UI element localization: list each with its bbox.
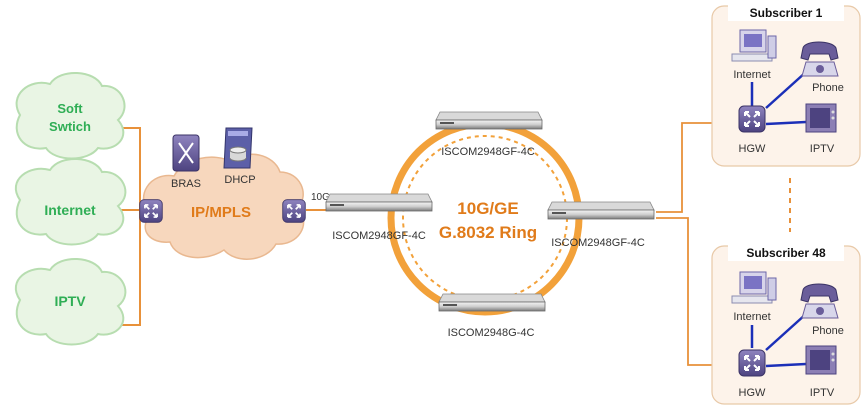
ring-title-line1: 10G/GE bbox=[457, 199, 518, 218]
cloud-label-switch: Swtich bbox=[49, 119, 91, 134]
router-right-icon bbox=[281, 198, 307, 224]
uplink-10g-label: 10G bbox=[311, 192, 330, 203]
cloud-soft-switch: Soft Swtich bbox=[15, 71, 126, 160]
subscriber-48-phone-icon bbox=[800, 283, 839, 319]
subscriber-1: Subscriber 1 Internet Phone HGW bbox=[711, 3, 861, 167]
cloud-internet: Internet bbox=[14, 157, 127, 246]
switch-top-label: ISCOM2948GF-4C bbox=[441, 146, 535, 158]
subscriber-1-phone-label: Phone bbox=[812, 82, 844, 94]
dhcp-server: DHCP bbox=[223, 127, 256, 186]
dhcp-label: DHCP bbox=[224, 174, 255, 186]
subscriber-48-internet-label: Internet bbox=[733, 311, 770, 323]
switch-bottom-label: ISCOM2948G-4C bbox=[448, 327, 535, 339]
router-left-icon bbox=[138, 198, 164, 224]
subscriber-48-hgw-icon bbox=[738, 349, 766, 377]
switch-left-label: ISCOM2948GF-4C bbox=[332, 230, 426, 242]
subscriber-48-pc-icon bbox=[731, 271, 777, 304]
switch-bottom: ISCOM2948G-4C bbox=[438, 293, 546, 339]
subscriber-1-title: Subscriber 1 bbox=[750, 6, 823, 20]
subscriber-48-title: Subscriber 48 bbox=[746, 246, 826, 260]
ring-title-line2: G.8032 Ring bbox=[439, 223, 537, 242]
cloud-label-ip-mpls: IP/MPLS bbox=[191, 204, 251, 221]
subscriber-1-hgw-label: HGW bbox=[739, 143, 767, 155]
subscriber-48-phone-label: Phone bbox=[812, 325, 844, 337]
subscriber-48-iptv-label: IPTV bbox=[810, 387, 835, 399]
switch-left: ISCOM2948GF-4C bbox=[325, 193, 433, 242]
subscriber-1-iptv-label: IPTV bbox=[810, 143, 835, 155]
switch-top: ISCOM2948GF-4C bbox=[435, 111, 543, 158]
cloud-iptv: IPTV bbox=[14, 257, 127, 346]
cloud-label-iptv: IPTV bbox=[54, 293, 86, 309]
subscriber-1-pc-icon bbox=[731, 29, 777, 62]
subscriber-48-hgw-label: HGW bbox=[739, 387, 767, 399]
bras-device: BRAS bbox=[171, 134, 201, 190]
switch-right-label: ISCOM2948GF-4C bbox=[551, 237, 645, 249]
subscriber-48: Subscriber 48 Internet Phone HGW IPTV bbox=[711, 243, 861, 405]
subscriber-1-hgw-icon bbox=[738, 105, 766, 133]
cloud-label-internet: Internet bbox=[44, 202, 96, 218]
cloud-label-soft: Soft bbox=[57, 101, 83, 116]
subscriber-48-tv-icon bbox=[805, 345, 837, 375]
subscriber-1-internet-label: Internet bbox=[733, 69, 770, 81]
switch-right: ISCOM2948GF-4C bbox=[547, 201, 655, 249]
bras-label: BRAS bbox=[171, 178, 201, 190]
subscriber-1-phone-icon bbox=[800, 41, 839, 77]
subscriber-1-tv-icon bbox=[805, 103, 837, 133]
cloud-ip-mpls: IP/MPLS bbox=[143, 153, 305, 260]
